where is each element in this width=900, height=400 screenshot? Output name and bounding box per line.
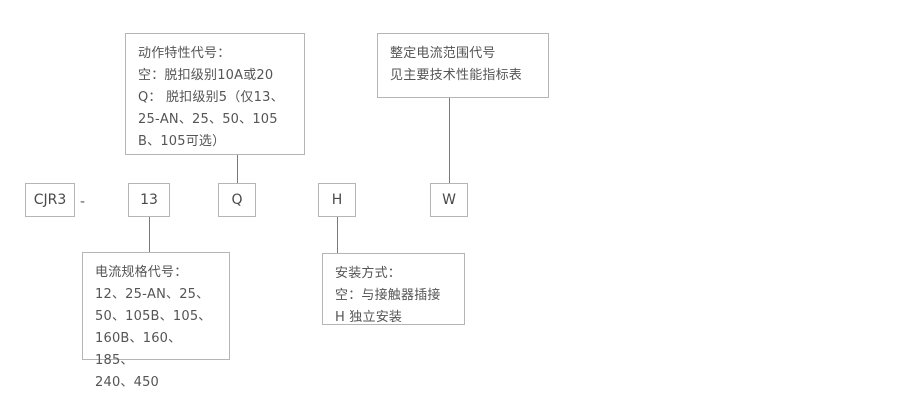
callout-trip-characteristic: 动作特性代号： 空：脱扣级别10A或20 Q： 脱扣级别5（仅13、 25-AN… [125, 33, 305, 155]
connector-mounting [337, 217, 338, 253]
code-box-mounting: H [318, 183, 356, 217]
connector-trip-characteristic [237, 155, 238, 183]
callout-mounting: 安装方式： 空：与接触器插接 H 独立安装 [322, 253, 465, 325]
connector-current-rating [149, 217, 150, 252]
callout-current-rating: 电流规格代号： 12、25-AN、25、 50、105B、105、 160B、1… [82, 252, 230, 390]
connector-current-range [449, 98, 450, 183]
code-box-trip-characteristic: Q [218, 183, 256, 217]
code-box-series: CJR3 [25, 183, 75, 217]
callout-current-range: 整定电流范围代号 见主要技术性能指标表 [377, 33, 549, 98]
code-box-current-range: W [430, 183, 468, 217]
code-box-current-rating: 13 [128, 183, 170, 217]
code-separator-hyphen: - [80, 194, 86, 210]
